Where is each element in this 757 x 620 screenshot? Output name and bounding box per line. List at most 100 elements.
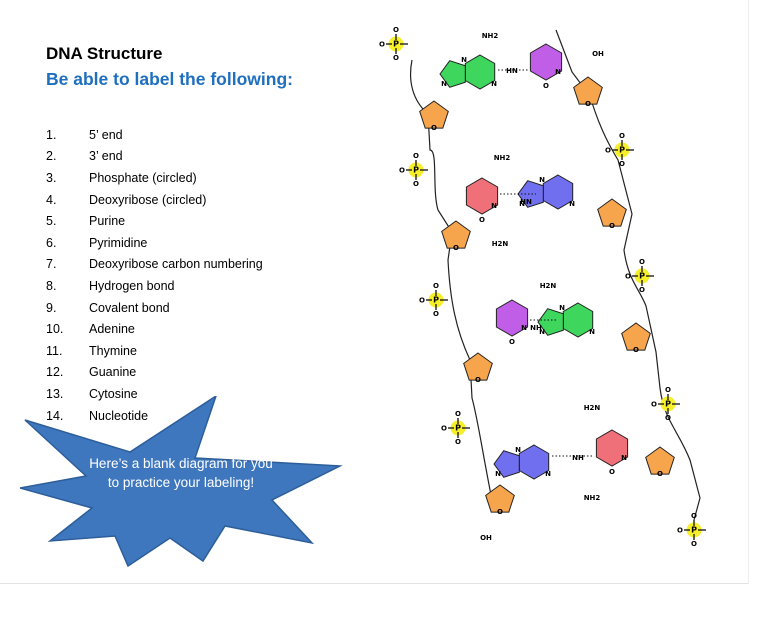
sugar-o-label: O xyxy=(497,508,503,516)
phosphate-p-label: P xyxy=(691,526,697,535)
sugar-o-label: O xyxy=(453,244,459,252)
phosphate-p-label: P xyxy=(665,400,671,409)
atom-label: O xyxy=(665,386,671,394)
phosphate-group xyxy=(634,268,650,284)
label-list-item: 11. Thymine xyxy=(46,340,263,362)
label-list-item: 12. Guanine xyxy=(46,362,263,384)
item-label: Nucleotide xyxy=(89,408,149,423)
atom-label: N xyxy=(491,202,497,210)
phosphate-group xyxy=(660,396,676,412)
sugar-o-label: O xyxy=(657,470,663,478)
item-number: 12. xyxy=(46,365,64,380)
sugar-o-label: O xyxy=(633,346,639,354)
atom-label: O xyxy=(619,132,625,140)
deoxyribose-sugar xyxy=(621,322,651,351)
atom-label: O xyxy=(413,152,419,160)
guanine-base-ring xyxy=(517,180,544,208)
atom-label: N xyxy=(539,328,545,336)
label-list-item: 9. Covalent bond xyxy=(46,297,263,319)
atom-label: O xyxy=(479,216,485,224)
atom-label: N xyxy=(569,200,575,208)
phosphate-p-label: P xyxy=(639,272,645,281)
label-list-item: 2.3’ end xyxy=(46,146,263,168)
atom-label: N xyxy=(589,328,595,336)
atom-label: O xyxy=(605,147,611,155)
phosphate-group xyxy=(450,420,466,436)
atom-label: O xyxy=(625,273,631,281)
slide-subtitle: Be able to label the following: xyxy=(46,69,293,89)
item-label: Thymine xyxy=(89,343,137,358)
atom-label: N xyxy=(519,200,525,208)
thymine-base xyxy=(529,43,563,81)
item-number: 11. xyxy=(46,343,63,358)
atom-label: O xyxy=(455,410,461,418)
atom-label: O xyxy=(399,167,405,175)
item-label: Deoxyribose carbon numbering xyxy=(89,257,263,272)
item-label: Pyrimidine xyxy=(89,235,148,250)
slide-page: DNA Structure Be able to label the follo… xyxy=(0,0,749,584)
right-backbone xyxy=(555,29,701,521)
phosphate-group xyxy=(428,292,444,308)
adenine-base-ring xyxy=(439,60,466,88)
label-list-item: 3.Phosphate (circled) xyxy=(46,167,263,189)
phosphate-group xyxy=(614,142,630,158)
atom-label: O xyxy=(619,160,625,168)
atom-label: N xyxy=(559,304,565,312)
atom-label: O xyxy=(393,54,399,62)
guanine-base-2-ring xyxy=(493,450,520,478)
cytosine-base xyxy=(465,177,499,215)
item-label: Hydrogen bond xyxy=(89,278,175,293)
sugar-o-label: O xyxy=(475,376,481,384)
atom-label: O xyxy=(691,512,697,520)
deoxyribose-sugar xyxy=(597,198,627,227)
sugar-o-label: O xyxy=(431,124,437,132)
atom-label: O xyxy=(639,286,645,294)
atom-label: O xyxy=(441,425,447,433)
atom-label: O xyxy=(609,468,615,476)
item-number: 7. xyxy=(46,257,57,272)
item-number: 5. xyxy=(46,214,57,229)
atom-label: O xyxy=(419,297,425,305)
item-label: Phosphate (circled) xyxy=(89,170,197,185)
atom-label: H2N xyxy=(492,240,509,248)
atom-label: NH xyxy=(530,324,542,332)
item-label: Adenine xyxy=(89,322,135,337)
item-number: 8. xyxy=(46,278,57,293)
item-label: Covalent bond xyxy=(89,300,170,315)
atom-label: H2N xyxy=(584,404,601,412)
item-number: 4. xyxy=(46,192,57,207)
item-label: 3’ end xyxy=(89,149,123,164)
atom-label: O xyxy=(543,82,549,90)
atom-label: O xyxy=(509,338,515,346)
atom-label: O xyxy=(691,540,697,548)
deoxyribose-sugar xyxy=(573,76,603,105)
callout-text: Here’s a blank diagram for you to practi… xyxy=(89,456,273,490)
label-list-item: 8. Hydrogen bond xyxy=(46,275,263,297)
atom-label: N xyxy=(441,80,447,88)
deoxyribose-sugar xyxy=(645,446,675,475)
atom-label: N xyxy=(495,470,501,478)
item-label: Guanine xyxy=(89,365,137,380)
atom-label: N xyxy=(521,324,527,332)
phosphate-group xyxy=(686,522,702,538)
deoxyribose-sugar xyxy=(419,100,449,129)
item-label: Cytosine xyxy=(89,386,138,401)
atom-label: O xyxy=(379,41,385,49)
atom-label: O xyxy=(433,282,439,290)
label-list-item: 6.Pyrimidine xyxy=(46,232,263,254)
item-number: 13. xyxy=(46,386,64,401)
atom-label: N xyxy=(621,454,627,462)
three-prime-oh-label: OH xyxy=(480,534,492,542)
thymine-base-2 xyxy=(495,299,529,337)
label-list-item: 4.Deoxyribose (circled) xyxy=(46,189,263,211)
atom-label: NH2 xyxy=(584,494,601,502)
atom-label: O xyxy=(639,258,645,266)
left-backbone xyxy=(409,59,493,501)
item-number: 9. xyxy=(46,300,57,315)
atom-label: N xyxy=(545,470,551,478)
atom-label: NH2 xyxy=(494,154,511,162)
sugar-o-label: O xyxy=(585,100,591,108)
phosphate-group xyxy=(388,36,404,52)
atom-label: N xyxy=(555,68,561,76)
